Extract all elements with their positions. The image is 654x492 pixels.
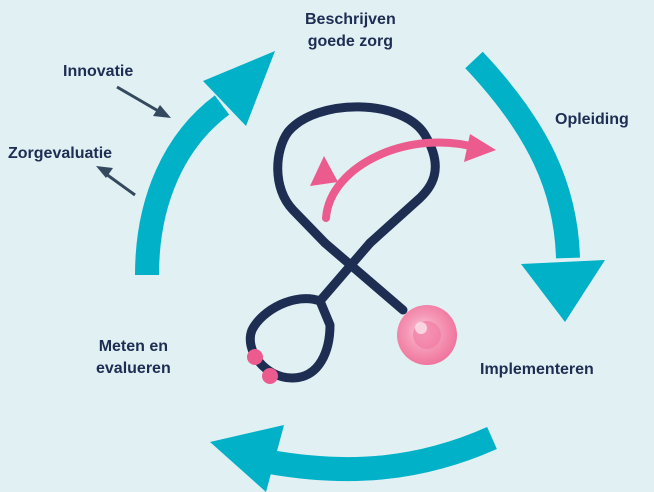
earpiece-icon (247, 349, 278, 384)
cycle-arrow-right (465, 51, 605, 322)
pink-curved-arrow (310, 134, 496, 222)
label-meten-line-1: Meten en (98, 338, 169, 355)
cycle-arrow-bottom (210, 425, 497, 492)
innovatie-arrow (116, 85, 171, 118)
label-implementeren: Implementeren (480, 361, 594, 378)
label-opleiding: Opleiding (555, 111, 629, 128)
label-meten-en-evalueren: Meten en evalueren (96, 336, 171, 380)
label-meten-line-2: evalueren (96, 360, 171, 377)
cycle-arrow-top-left (135, 51, 275, 276)
zorgevaluatie-arrow (96, 166, 136, 197)
label-zorgevaluatie: Zorgevaluatie (8, 145, 113, 162)
label-innovatie: Innovatie (63, 63, 134, 80)
label-beschrijven-line-1: Beschrijven (305, 11, 396, 28)
chestpiece-icon (397, 305, 457, 365)
label-beschrijven-line-2: goede zorg (307, 33, 394, 50)
label-beschrijven-goede-zorg: Beschrijven goede zorg (305, 9, 396, 53)
